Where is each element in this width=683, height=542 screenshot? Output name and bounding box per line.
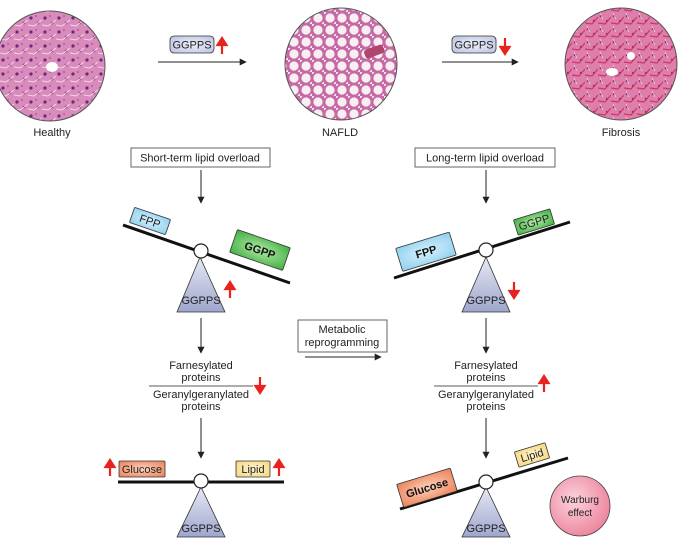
fibrosis-vessel-small: [627, 52, 635, 60]
ratio-denominator-line2: proteins: [181, 401, 221, 413]
ratio-denominator-line1: Geranylgeranylated: [153, 389, 249, 401]
ggpps-box-label: GGPPS: [172, 40, 211, 52]
transition-nafld-to-fibrosis: GGPPS: [442, 35, 519, 66]
ratio-denominator-line1: Geranylgeranylated: [438, 389, 534, 401]
fpp-block: [395, 231, 457, 272]
balance-pivot: [478, 474, 494, 490]
balance-base: [461, 486, 511, 538]
ratio-numerator-line1: Farnesylated: [169, 360, 233, 372]
fpp-block: [129, 207, 171, 235]
ggpps-box-label: GGPPS: [454, 40, 493, 52]
ggpp-block: [229, 229, 291, 271]
glucose-label: Glucose: [122, 464, 162, 476]
nafld-image: [284, 7, 398, 121]
reprogramming-box: [297, 319, 388, 353]
ratio-numerator-line2: proteins: [466, 372, 506, 384]
nafld-label: NAFLD: [322, 127, 358, 139]
reprogramming-line2: reprogramming: [305, 337, 380, 349]
long-term-label: Long-term lipid overload: [426, 153, 544, 165]
metabolic-reprogramming: Metabolic reprogramming: [297, 319, 388, 361]
ggpps-pivot-label: GGPPS: [181, 295, 220, 307]
glucose-block: [118, 460, 166, 478]
fibrosis-label: Fibrosis: [602, 127, 641, 139]
ggpps-pivot-label: GGPPS: [181, 523, 220, 535]
ratio-numerator-line2: proteins: [181, 372, 221, 384]
balance-pivot: [478, 242, 494, 258]
ggpps-box: [451, 35, 497, 54]
up-arrow-icon: [537, 373, 551, 392]
ggpp-block: [513, 208, 555, 236]
balance-base: [176, 486, 226, 538]
short-term-label: Short-term lipid overload: [140, 153, 260, 165]
warburg-line1: Warburg: [561, 495, 599, 506]
ggpps-pivot-label: GGPPS: [466, 523, 505, 535]
transition-healthy-to-nafld: GGPPS: [158, 35, 247, 66]
balance-base: [176, 255, 226, 313]
healthy-vessel: [46, 62, 58, 72]
ratio-denominator-line2: proteins: [466, 401, 506, 413]
nafld-stage: NAFLD: [284, 7, 398, 139]
nafld-vessel: [364, 44, 385, 59]
healthy-stage: Healthy: [0, 10, 106, 139]
up-arrow-icon: [215, 35, 229, 54]
down-arrow-icon: [253, 377, 267, 396]
reprogramming-line1: Metabolic: [318, 324, 366, 336]
lipid-up-arrow-icon: [272, 457, 286, 476]
fibrosis-stage: Fibrosis: [564, 7, 678, 139]
short-term-box: [130, 147, 271, 168]
down-arrow-icon: [507, 282, 521, 301]
lipid-block: [514, 442, 550, 468]
long-term-box: [414, 147, 556, 168]
balance-base: [461, 255, 511, 313]
fpp-label: FPP: [414, 244, 438, 262]
warburg-line2: effect: [568, 508, 592, 519]
down-arrow-icon: [498, 38, 512, 57]
lipid-label: Lipid: [241, 464, 264, 476]
left-branch: Short-term lipid overload FPP GGPP GGPPS…: [103, 147, 291, 538]
glucose-block: [396, 467, 458, 508]
balance-pivot: [193, 243, 209, 259]
lipid-block: [235, 460, 271, 478]
fibrosis-image: [564, 7, 678, 121]
ggpps-pivot-label: GGPPS: [466, 295, 505, 307]
glucose-up-arrow-icon: [103, 457, 117, 476]
ratio-numerator-line1: Farnesylated: [454, 360, 518, 372]
right-branch: Long-term lipid overload FPP GGPP GGPPS …: [393, 147, 611, 538]
fibrosis-vessel: [606, 68, 618, 76]
up-arrow-icon: [223, 279, 237, 298]
warburg-effect-circle: [549, 475, 611, 537]
healthy-label: Healthy: [33, 127, 71, 139]
ggpps-box: [169, 35, 215, 54]
balance-pivot: [193, 473, 209, 489]
